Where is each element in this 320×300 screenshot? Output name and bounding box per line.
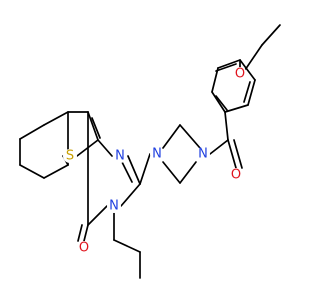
oxygen-atom-carbonyl: O [77,241,91,256]
b-py3 [120,183,141,207]
b-bz10 [215,95,228,111]
b-bz5 [239,59,256,81]
b-am1 [209,139,229,155]
b-bz2 [211,91,226,113]
b-pz1 [162,124,181,149]
b-bz4 [217,59,241,69]
b-pz3 [179,161,197,184]
svg-text:S: S [66,149,74,164]
b-cyc1 [43,111,69,126]
b-am3 [233,139,243,169]
b-eth1 [244,44,263,71]
svg-text:N: N [198,147,208,162]
b-pr2 [113,239,141,253]
svg-text:N: N [152,147,162,162]
b-bz1 [224,111,229,141]
b-dbl2 [121,161,133,183]
b-bz7 [224,104,249,113]
svg-text:N: N [115,149,125,164]
b-cyc5 [43,164,69,179]
svg-text:O: O [79,241,89,256]
b-co2 [77,224,83,242]
b-bz6 [247,79,256,106]
oxygen-atom-ether: O [233,67,247,82]
svg-text:O: O [235,67,245,82]
svg-text:N: N [109,199,119,214]
b-py2 [127,155,141,185]
b-cyc4 [19,164,45,179]
nitrogen-atom-n4: N [196,147,210,162]
oxygen-atom-amide: O [229,168,243,183]
b-co1 [83,224,89,242]
nitrogen-atom-n1: N [113,149,127,164]
b-pz2 [179,124,201,149]
b-bz9 [243,81,251,103]
b-cyc2 [19,124,45,140]
b-bz3 [211,67,219,93]
molecule-canvas: S N N N N O O [19,24,281,279]
b-eth2 [261,24,281,46]
svg-text:O: O [231,168,241,183]
b-th2 [87,111,99,141]
nitrogen-atom-n2: N [107,199,121,214]
molecule-structure: S N N N N O O [19,24,281,279]
sulfur-atom-s1: S [63,149,77,164]
b-am2 [227,139,237,169]
atom-label-layer: S N N N N O O [63,67,247,256]
b-py4 [87,205,108,226]
b-link [139,153,151,185]
bond-layer [19,24,281,279]
nitrogen-atom-n3: N [150,147,164,162]
b-dbl1 [91,117,101,139]
b-bz8 [215,63,237,72]
b-pz4 [162,161,181,184]
b-py1 [97,139,113,157]
